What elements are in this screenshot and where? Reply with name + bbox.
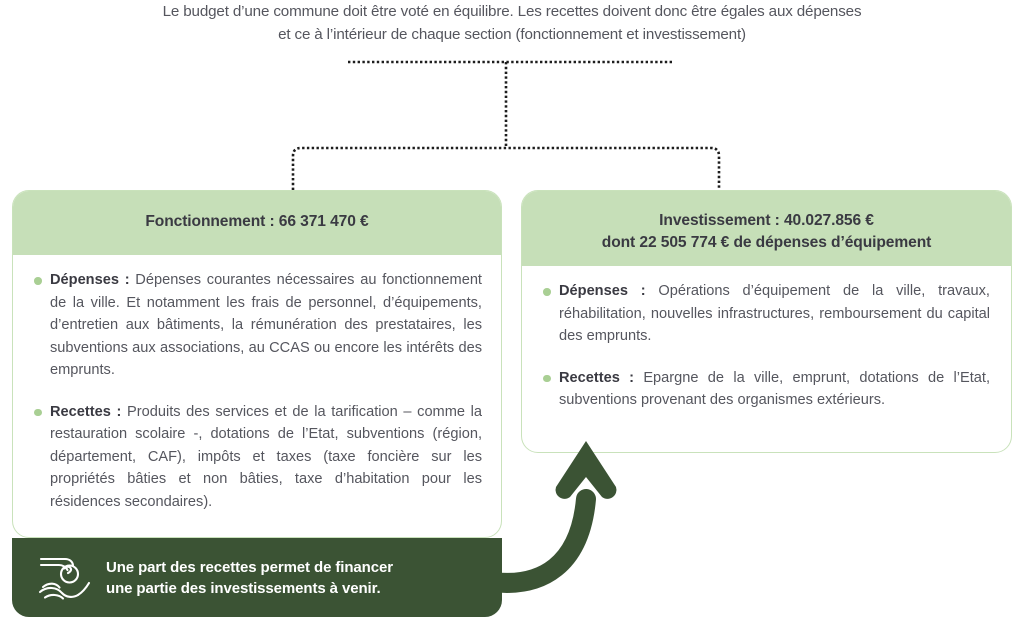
callout-banner: Une part des recettes permet de financer… (12, 538, 502, 617)
panel-investissement-title: Investissement : 40.027.856 € (659, 212, 874, 229)
callout-text: Une part des recettes permet de financer… (106, 557, 393, 599)
investissement-depenses-text: Opérations d’équipement de la ville, tra… (559, 283, 990, 344)
intro-caption: Le budget d’une commune doit être voté e… (112, 0, 912, 46)
panel-fonctionnement-body: Dépenses : Dépenses courantes nécessaire… (13, 255, 501, 523)
intro-line-1: Le budget d’une commune doit être voté e… (162, 3, 862, 20)
bullet-dot-icon (543, 374, 551, 382)
bullet-dot-icon (34, 277, 42, 285)
hand-giving-coin-icon (28, 554, 102, 602)
fonctionnement-depenses-paragraph: Dépenses : Dépenses courantes nécessaire… (32, 269, 482, 382)
panel-investissement-subtitle: dont 22 505 774 € de dépenses d’équipeme… (601, 234, 932, 251)
fonctionnement-recettes-paragraph: Recettes : Produits des services et de l… (32, 401, 482, 514)
fonctionnement-depenses-label: Dépenses : (50, 272, 130, 288)
panel-investissement-body: Dépenses : Opérations d’équipement de la… (522, 266, 1011, 422)
fonctionnement-recettes-label: Recettes : (50, 403, 122, 420)
panel-fonctionnement: Fonctionnement : 66 371 470 € Dépenses :… (12, 190, 502, 538)
arrow-curve-shaft (482, 489, 596, 593)
callout-line-2: une partie des investissements à venir. (106, 579, 381, 597)
investissement-depenses-label: Dépenses : (559, 283, 646, 299)
bullet-dot-icon (543, 288, 551, 296)
fonctionnement-recettes-text: Produits des services et de la tarificat… (50, 403, 482, 510)
investissement-recettes-label: Recettes : (559, 369, 635, 386)
investissement-depenses-paragraph: Dépenses : Opérations d’équipement de la… (541, 280, 990, 348)
investissement-recettes-paragraph: Recettes : Epargne de la ville, emprunt,… (541, 367, 990, 412)
panel-fonctionnement-header: Fonctionnement : 66 371 470 € (13, 191, 501, 255)
connector-branch-bar (291, 146, 721, 190)
panel-fonctionnement-title: Fonctionnement : 66 371 470 € (145, 213, 369, 230)
panel-investissement-header: Investissement : 40.027.856 € dont 22 50… (522, 191, 1011, 266)
callout-line-1: Une part des recettes permet de financer (106, 558, 393, 576)
intro-line-2: et ce à l’intérieur de chaque section (f… (278, 26, 746, 43)
panel-investissement: Investissement : 40.027.856 € dont 22 50… (521, 190, 1012, 453)
investissement-recettes-text: Epargne de la ville, emprunt, dotations … (559, 369, 990, 409)
bullet-dot-icon (34, 408, 42, 416)
fonctionnement-depenses-text: Dépenses courantes nécessaires au foncti… (50, 272, 482, 378)
